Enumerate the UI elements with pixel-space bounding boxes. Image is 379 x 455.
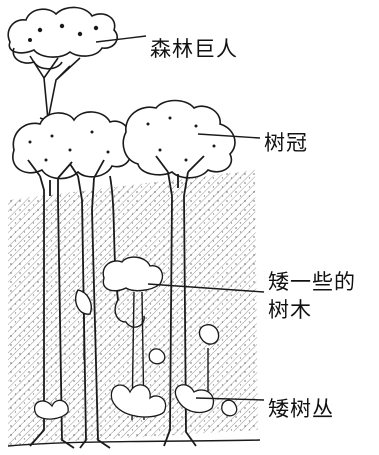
- label-emergent: 森林巨人: [150, 37, 238, 61]
- understory-trees: [74, 256, 220, 421]
- leader-emergent: [95, 35, 147, 43]
- label-understory-line2: 树木: [268, 298, 312, 322]
- leader-lines: [95, 35, 265, 401]
- label-shrub: 矮树丛: [268, 397, 334, 421]
- label-understory-line1: 矮一些的: [268, 270, 356, 294]
- label-canopy: 树冠: [264, 131, 308, 155]
- emergent-tree: [7, 6, 118, 121]
- leader-understory: [147, 283, 265, 293]
- canopy-trees: [12, 99, 236, 180]
- leader-canopy: [197, 133, 261, 139]
- label-understory: 矮一些的 树木: [268, 268, 378, 324]
- shrub-layer: [33, 348, 238, 420]
- ground-line: [7, 439, 261, 447]
- leader-shrub: [195, 397, 265, 401]
